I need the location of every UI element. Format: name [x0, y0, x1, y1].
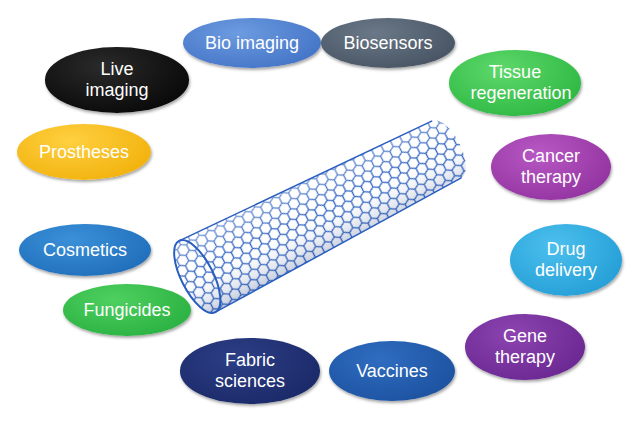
application-label: Bio imaging	[205, 33, 299, 54]
application-ellipse: Fabric sciences	[180, 338, 320, 403]
application-ellipse: Cancer therapy	[491, 134, 612, 200]
application-label: Cancer therapy	[511, 146, 592, 187]
application-label: Tissue regeneration	[470, 62, 559, 103]
application-label: Gene therapy	[485, 326, 566, 367]
application-ellipse: Gene therapy	[465, 314, 586, 380]
application-ellipse: Tissue regeneration	[449, 50, 581, 115]
application-label: Vaccines	[356, 361, 428, 382]
application-label: Prostheses	[39, 142, 129, 163]
application-ellipse: Cosmetics	[19, 224, 151, 276]
application-ellipse: Live imaging	[45, 47, 189, 112]
application-label: Biosensors	[343, 33, 432, 54]
application-label: Fungicides	[83, 300, 170, 321]
application-label: Live imaging	[68, 59, 166, 100]
application-label: Drug delivery	[528, 239, 603, 280]
application-ellipse: Drug delivery	[510, 224, 622, 296]
application-ellipse: Fungicides	[63, 284, 192, 336]
application-ellipse: Prostheses	[17, 124, 151, 180]
application-ellipse: Bio imaging	[183, 18, 322, 68]
application-label: Cosmetics	[43, 240, 127, 261]
application-ellipse: Vaccines	[329, 341, 455, 401]
application-label: Fabric sciences	[202, 350, 297, 391]
application-ellipse: Biosensors	[321, 18, 455, 68]
carbon-nanotube	[165, 107, 478, 319]
